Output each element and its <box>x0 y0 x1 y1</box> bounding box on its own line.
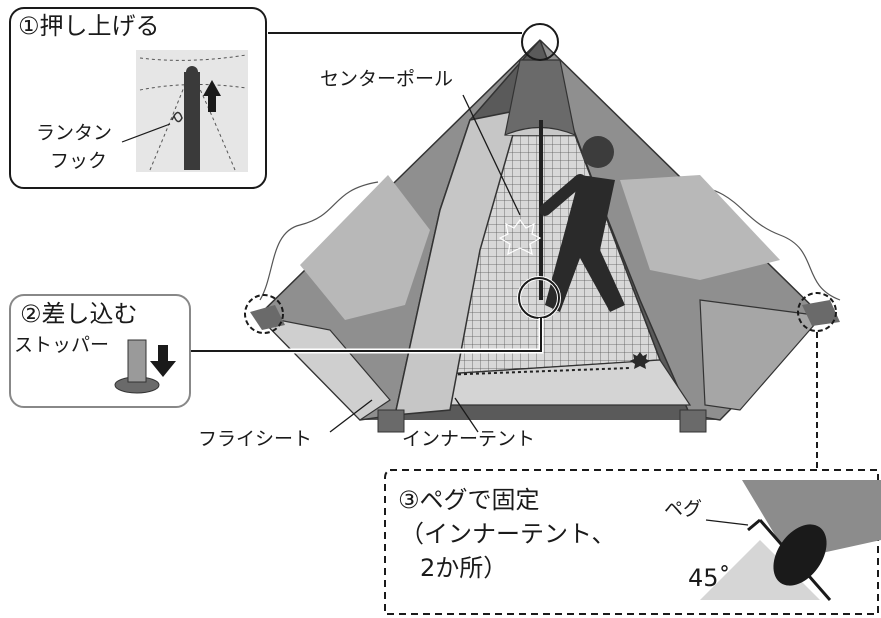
lantern-hook-icon <box>171 111 183 123</box>
callout-circle-right <box>797 292 837 332</box>
fly-sheet-left-band <box>300 175 430 320</box>
maple-leaf-small-icon <box>630 352 650 369</box>
lantern-hook-label-1: ランタン <box>36 122 113 144</box>
guy-rope-left <box>259 181 379 301</box>
inner-tent-label: インナーテント <box>402 428 536 450</box>
fly-sheet-left-lower <box>256 315 391 421</box>
logo-figure-head <box>582 136 614 168</box>
angle-label: 45˚ <box>688 564 731 592</box>
step2-title: ②差し込む <box>20 300 138 328</box>
peg-loop <box>773 524 827 586</box>
guy-rope-right <box>689 184 841 301</box>
fly-sheet-right-lower <box>699 299 824 411</box>
stopper-label: ストッパー <box>14 334 110 356</box>
callout-circle-top <box>521 23 559 61</box>
step1-title: ①押し上げる <box>18 12 160 40</box>
peg-label: ペグ <box>664 498 703 520</box>
step3-detail-2: 2か所） <box>420 554 508 582</box>
center-pole-label: センターポール <box>320 68 454 90</box>
fly-sheet-label: フライシート <box>198 428 313 450</box>
step3-title: ③ペグで固定 <box>398 486 540 514</box>
callout-circle-left <box>244 294 284 334</box>
lantern-hook-label-2: フック <box>50 150 108 172</box>
pole-detail <box>184 72 200 170</box>
step3-detail-1: （インナーテント、 <box>400 520 616 548</box>
logo-figure-body <box>545 175 625 312</box>
fly-sheet-right-band <box>620 175 780 280</box>
maple-leaf-icon <box>498 219 542 256</box>
arrow-down-icon <box>150 345 176 377</box>
arrow-up-icon <box>203 80 221 112</box>
